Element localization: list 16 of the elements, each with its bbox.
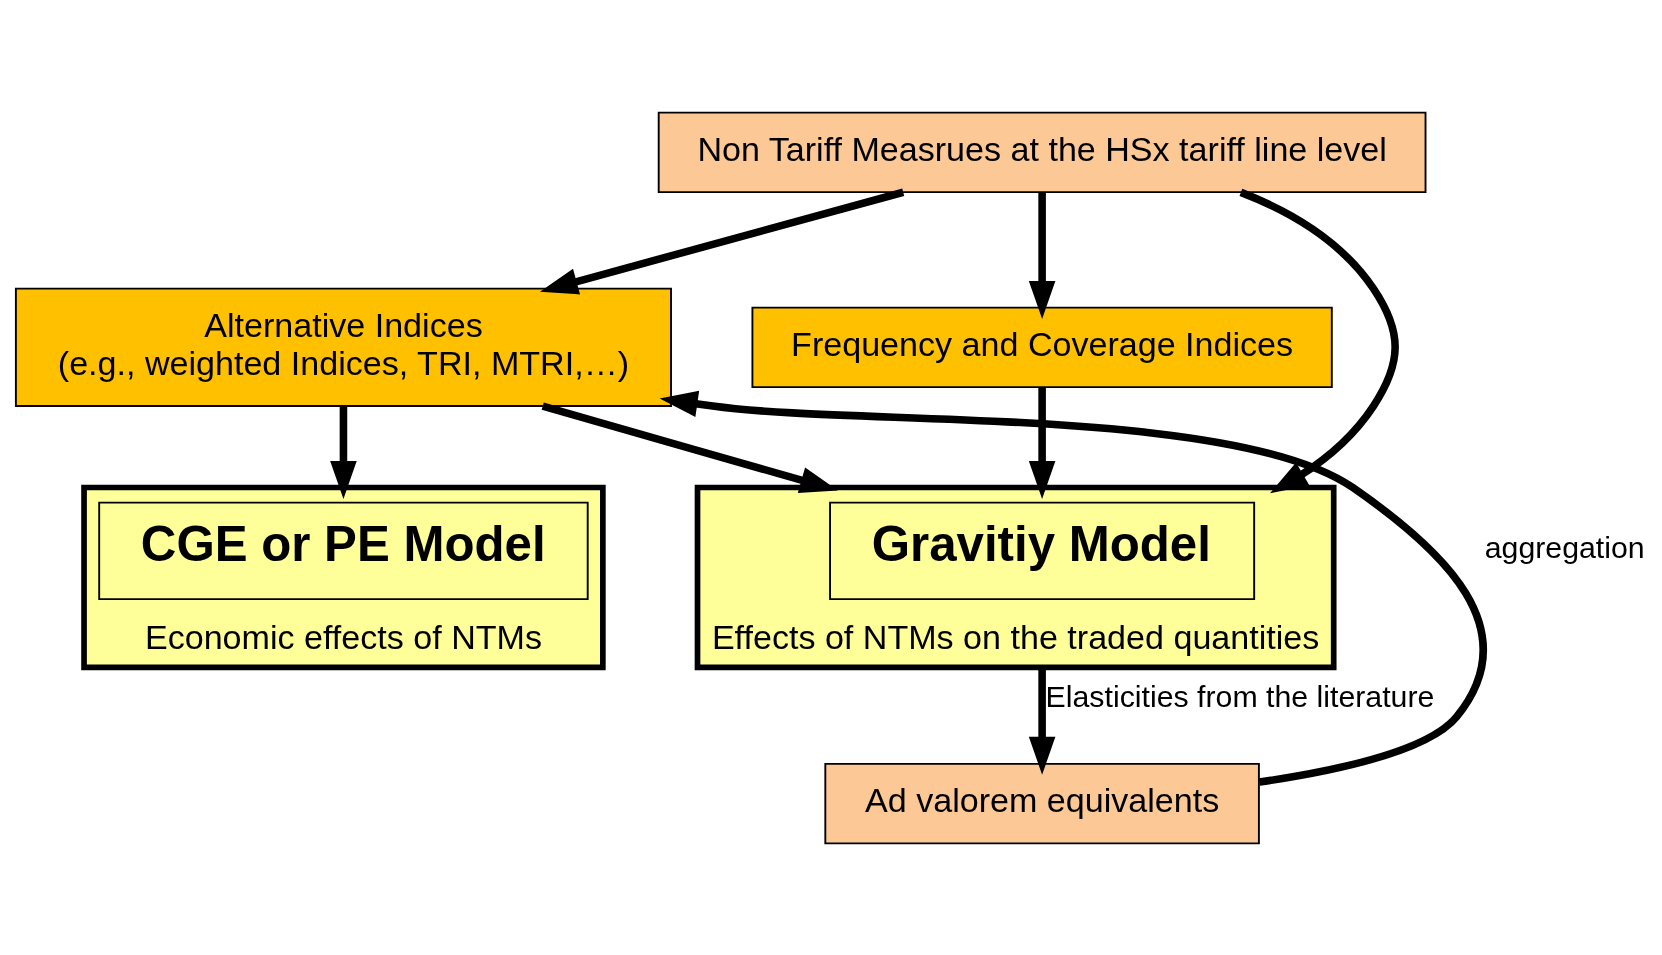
arrow xyxy=(1028,666,1056,775)
edge-label: Elasticities from the literature xyxy=(1045,679,1435,713)
arrow xyxy=(539,188,905,294)
arrow xyxy=(1028,192,1056,319)
node-box: Alternative Indices (e.g., weighted Indices, TRI, MTRI,…) xyxy=(14,287,672,407)
edge-label: aggregation xyxy=(1484,530,1645,564)
node-box: Frequency and Coverage Indices xyxy=(751,306,1333,388)
node-box: Non Tariff Measrues at the HSx tariff line level xyxy=(657,111,1427,193)
arrow xyxy=(1239,188,1399,493)
node-box: CGE or PE Model xyxy=(98,501,589,600)
node-box: Ad valorem equivalents xyxy=(824,762,1260,844)
node-box: Gravitiy Model xyxy=(829,501,1256,600)
arrow xyxy=(541,402,838,493)
arrow xyxy=(330,406,357,499)
arrow xyxy=(1028,387,1056,499)
arrow xyxy=(659,390,1487,786)
